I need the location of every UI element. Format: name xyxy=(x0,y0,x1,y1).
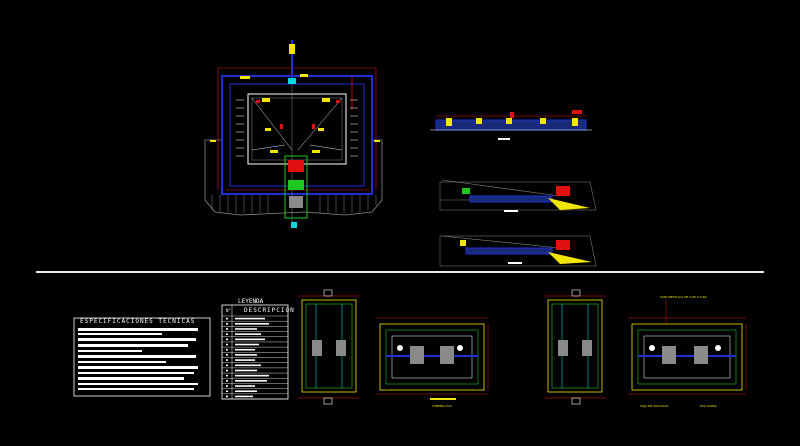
legend-row-number xyxy=(226,354,228,356)
wing-wall-right xyxy=(304,139,383,216)
legend-row-text xyxy=(235,385,255,387)
legend-row-text xyxy=(235,328,257,330)
legend-row-text xyxy=(235,354,257,356)
legend-row-number xyxy=(226,380,228,382)
valve-box-plan xyxy=(284,155,308,219)
legend-row-number xyxy=(226,385,228,387)
legend-row-text xyxy=(235,317,265,320)
legend-row-number xyxy=(226,359,228,361)
legend-row-text xyxy=(235,333,261,335)
legend-row-text xyxy=(235,374,269,377)
legend-row-text xyxy=(235,359,255,361)
inlet-marker xyxy=(288,78,296,84)
detail-plan-1 xyxy=(376,317,489,400)
specs-title: ESPECIFICACIONES TECNICAS xyxy=(80,318,196,325)
caja-label: CAJA DE VALVULAS xyxy=(640,404,669,408)
legend-row-text xyxy=(235,369,257,372)
specs-box xyxy=(73,317,211,397)
tank-outer-wall xyxy=(221,75,373,195)
legend-row-number xyxy=(226,348,228,351)
legend-row-text xyxy=(235,322,269,325)
detail-plan-2 xyxy=(628,300,747,395)
legend-row-number xyxy=(226,317,228,320)
legend-row-number xyxy=(226,374,228,377)
legend-row-text xyxy=(235,395,253,398)
detail-section-1 xyxy=(298,289,360,405)
legend-table xyxy=(221,304,289,400)
legend-col-number: N° xyxy=(226,308,231,313)
legend-title: LEYENDA xyxy=(238,298,264,305)
legend-row-number xyxy=(226,333,228,335)
legend-row-text xyxy=(235,390,257,393)
legend-row-text xyxy=(235,343,259,346)
section-view-3 xyxy=(439,235,597,267)
legend-row-number xyxy=(226,328,228,330)
legend-row-number xyxy=(226,338,228,341)
wing-wall-left xyxy=(204,139,306,216)
tuberia-label-1: TUBERIA PVC xyxy=(432,404,452,408)
legend-row-number xyxy=(226,343,228,346)
legend-col-description: DESCRIPCION xyxy=(244,307,295,314)
section-view-2 xyxy=(439,179,597,212)
plan-view xyxy=(204,40,383,228)
detail-section-2 xyxy=(544,289,606,405)
tapa-label: TAPA METALICA DE 0.60 X 0.60 xyxy=(660,295,707,299)
legend-row-text xyxy=(235,348,255,351)
legend-row-text xyxy=(235,380,267,382)
legend-row-number xyxy=(226,364,228,367)
legend-row-number xyxy=(226,369,228,372)
legend-row-number xyxy=(226,322,228,325)
legend-row-number xyxy=(226,390,228,393)
tank-inner-wall xyxy=(247,93,347,165)
legend-row-number xyxy=(226,395,228,398)
tuberia-label-2: PVC SIGMA xyxy=(700,404,717,408)
legend-row-text xyxy=(235,338,265,341)
legend-row-text xyxy=(235,364,261,367)
section-view-1 xyxy=(430,110,592,140)
